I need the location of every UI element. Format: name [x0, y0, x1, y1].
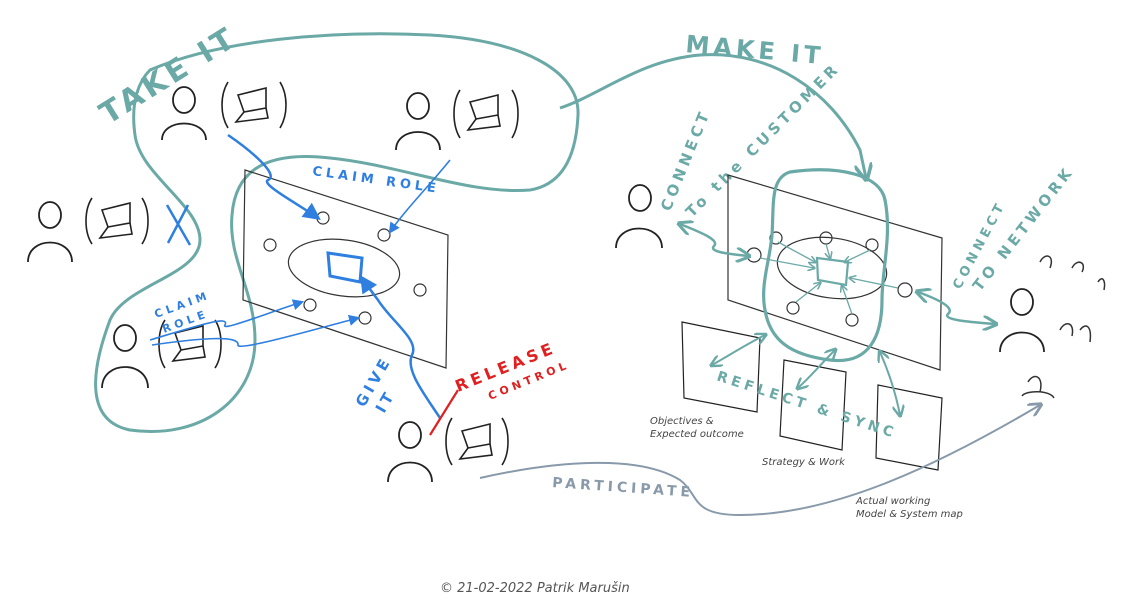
reflection-sheets: [681, 321, 943, 471]
make-it-boundary: [762, 168, 890, 363]
organization-board: [242, 169, 449, 369]
take-it-label: TAKE IT: [94, 20, 244, 132]
make-it-label: MAKE IT: [684, 30, 825, 70]
claim-role-arrow: [388, 159, 451, 234]
person-icon: [101, 324, 149, 389]
strategy-note: Strategy & Work: [762, 457, 846, 468]
role-spokes: [759, 241, 899, 315]
laptop-icon: [445, 417, 509, 466]
working-model-note: Model & System map: [856, 509, 963, 520]
connect-customer-arrow: [680, 224, 748, 256]
person-icon: [999, 288, 1045, 353]
claim-role-arrow: [149, 299, 305, 341]
objectives-note: Expected outcome: [650, 429, 744, 440]
core-purpose-square: [815, 256, 850, 287]
make-it-arrow: [559, 53, 866, 178]
participate-arrow: [479, 405, 1040, 517]
connect-network-arrow: [918, 292, 995, 324]
person-icon: [27, 201, 73, 263]
laptop-icon: [221, 81, 287, 129]
claim-role-arrow: [151, 314, 361, 347]
person-icon: [1021, 255, 1106, 399]
give-it-arrow: [360, 275, 442, 419]
reflect-sync-arrows: [712, 335, 900, 415]
release-control-strike: [429, 389, 459, 436]
claim-role-arrow: [227, 133, 321, 221]
core-purpose-square: [326, 251, 364, 284]
person-icon: [615, 184, 663, 249]
objectives-note: Objectives &: [650, 416, 714, 427]
person-icon: [387, 421, 433, 483]
working-model-note: Actual working: [855, 496, 930, 507]
laptop-icon: [85, 197, 149, 245]
cross-icon: [165, 204, 192, 246]
participate-label: PARTICIPATE: [552, 475, 695, 501]
connect-customer-label: To the CUSTOMER: [682, 59, 844, 221]
take-it-boundary: [94, 32, 580, 433]
person-icon: [395, 92, 441, 151]
claim-role-label: CLAIM ROLE: [311, 164, 440, 197]
laptop-icon: [453, 89, 519, 139]
credit-signature: © 21-02-2022 Patrik Marušin: [440, 581, 630, 596]
person-icon: [161, 86, 207, 141]
